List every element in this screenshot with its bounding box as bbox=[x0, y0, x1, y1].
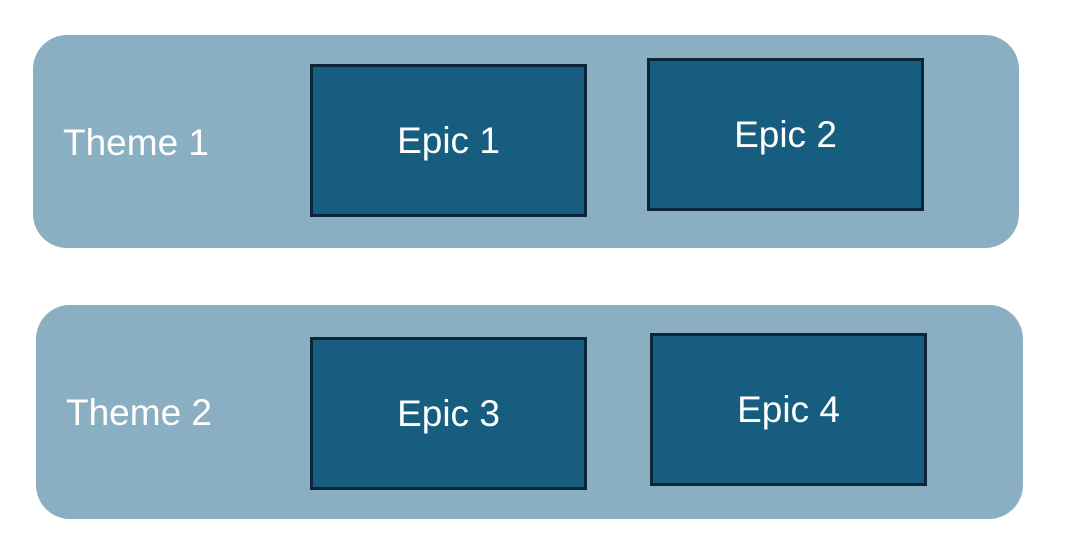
epic-1-box: Epic 1 bbox=[310, 64, 587, 217]
epic-1-label: Epic 1 bbox=[397, 120, 500, 161]
epic-3-box: Epic 3 bbox=[310, 337, 587, 490]
theme-1-label: Theme 1 bbox=[63, 122, 210, 163]
epic-2-label: Epic 2 bbox=[734, 114, 837, 155]
epic-4-label: Epic 4 bbox=[737, 389, 840, 430]
epic-3-label: Epic 3 bbox=[397, 393, 500, 434]
epic-2-box: Epic 2 bbox=[647, 58, 924, 211]
theme-2-label: Theme 2 bbox=[66, 392, 213, 433]
epic-4-box: Epic 4 bbox=[650, 333, 927, 486]
